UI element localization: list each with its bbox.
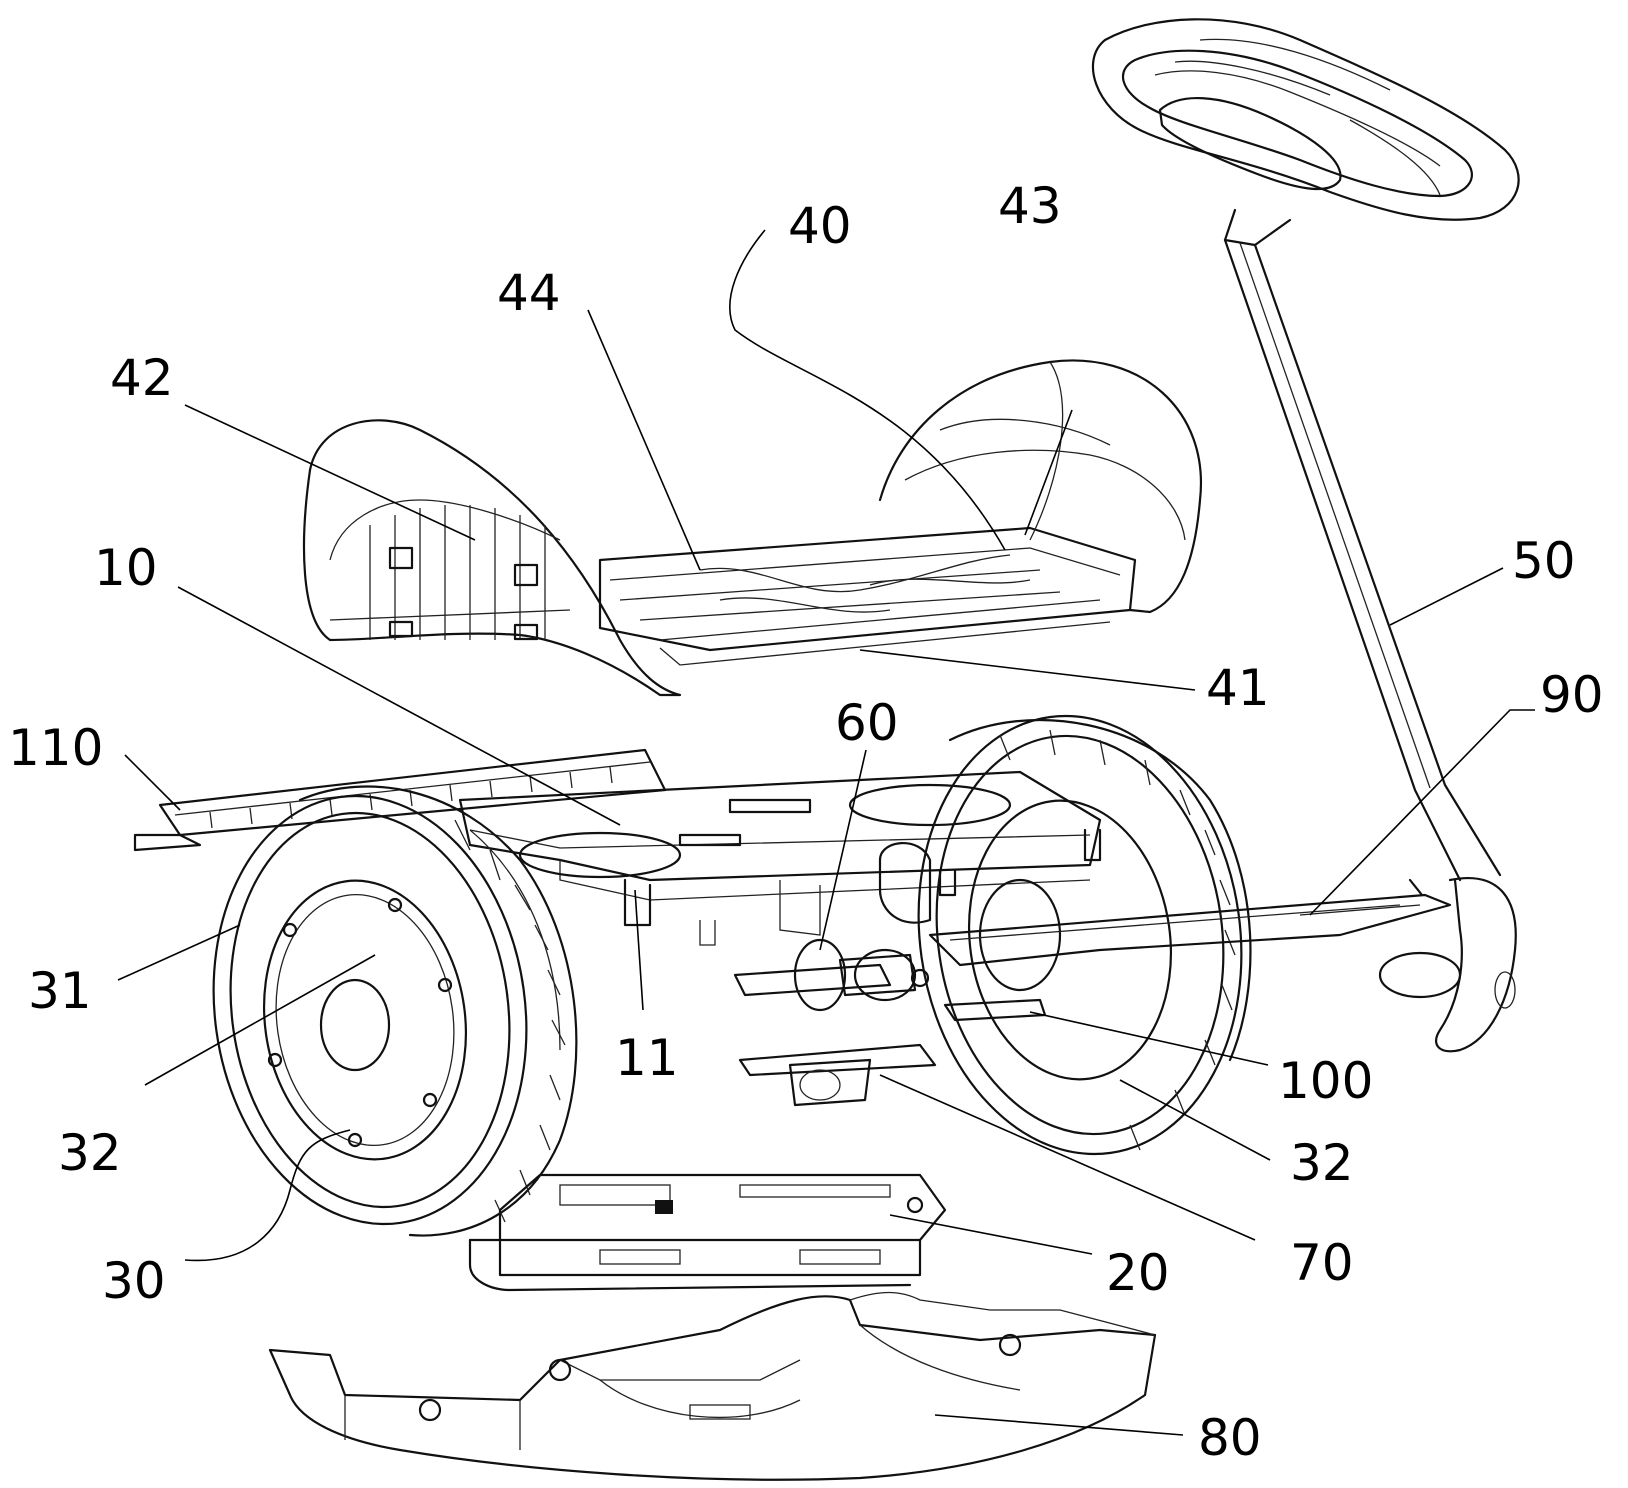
right-tire-tread (1000, 730, 1235, 1150)
leader-40 (730, 230, 1005, 550)
label-100: 100 (1278, 1052, 1373, 1110)
leader-11 (635, 890, 643, 1010)
label-32-right: 32 (1290, 1134, 1354, 1192)
leader-42 (185, 405, 475, 540)
label-30: 30 (102, 1252, 166, 1310)
bottom-cover (270, 1293, 1155, 1480)
label-43: 43 (998, 177, 1062, 235)
label-40: 40 (788, 197, 852, 255)
label-50: 50 (1512, 532, 1576, 590)
label-110: 110 (8, 719, 103, 777)
label-10: 10 (94, 539, 158, 597)
label-90: 90 (1540, 666, 1604, 724)
leader-70 (880, 1075, 1255, 1240)
leader-43 (1025, 410, 1072, 535)
pedal-rail (930, 880, 1450, 965)
leader-110 (125, 755, 180, 810)
leader-50 (1390, 568, 1503, 625)
leader-100 (1030, 1012, 1268, 1065)
label-32-left: 32 (58, 1124, 122, 1182)
label-41: 41 (1206, 659, 1270, 717)
leader-44 (588, 310, 700, 570)
leader-41 (860, 650, 1195, 690)
label-44: 44 (497, 264, 561, 322)
controller-box (470, 1175, 945, 1290)
label-20: 20 (1106, 1244, 1170, 1302)
leader-31 (118, 925, 240, 980)
label-60: 60 (835, 694, 899, 752)
leader-32b (1120, 1080, 1270, 1160)
handlebar-assembly (1093, 19, 1519, 1051)
leader-30 (185, 1130, 350, 1260)
label-11: 11 (615, 1029, 679, 1087)
label-80: 80 (1198, 1409, 1262, 1467)
label-42: 42 (110, 349, 174, 407)
leader-80 (935, 1415, 1183, 1435)
label-70: 70 (1290, 1234, 1354, 1292)
leader-90 (1310, 710, 1535, 915)
right-wheel (891, 695, 1269, 1175)
left-wheel (187, 776, 577, 1245)
fender-ribs (370, 505, 545, 640)
label-31: 31 (28, 962, 92, 1020)
top-cover (304, 360, 1201, 695)
